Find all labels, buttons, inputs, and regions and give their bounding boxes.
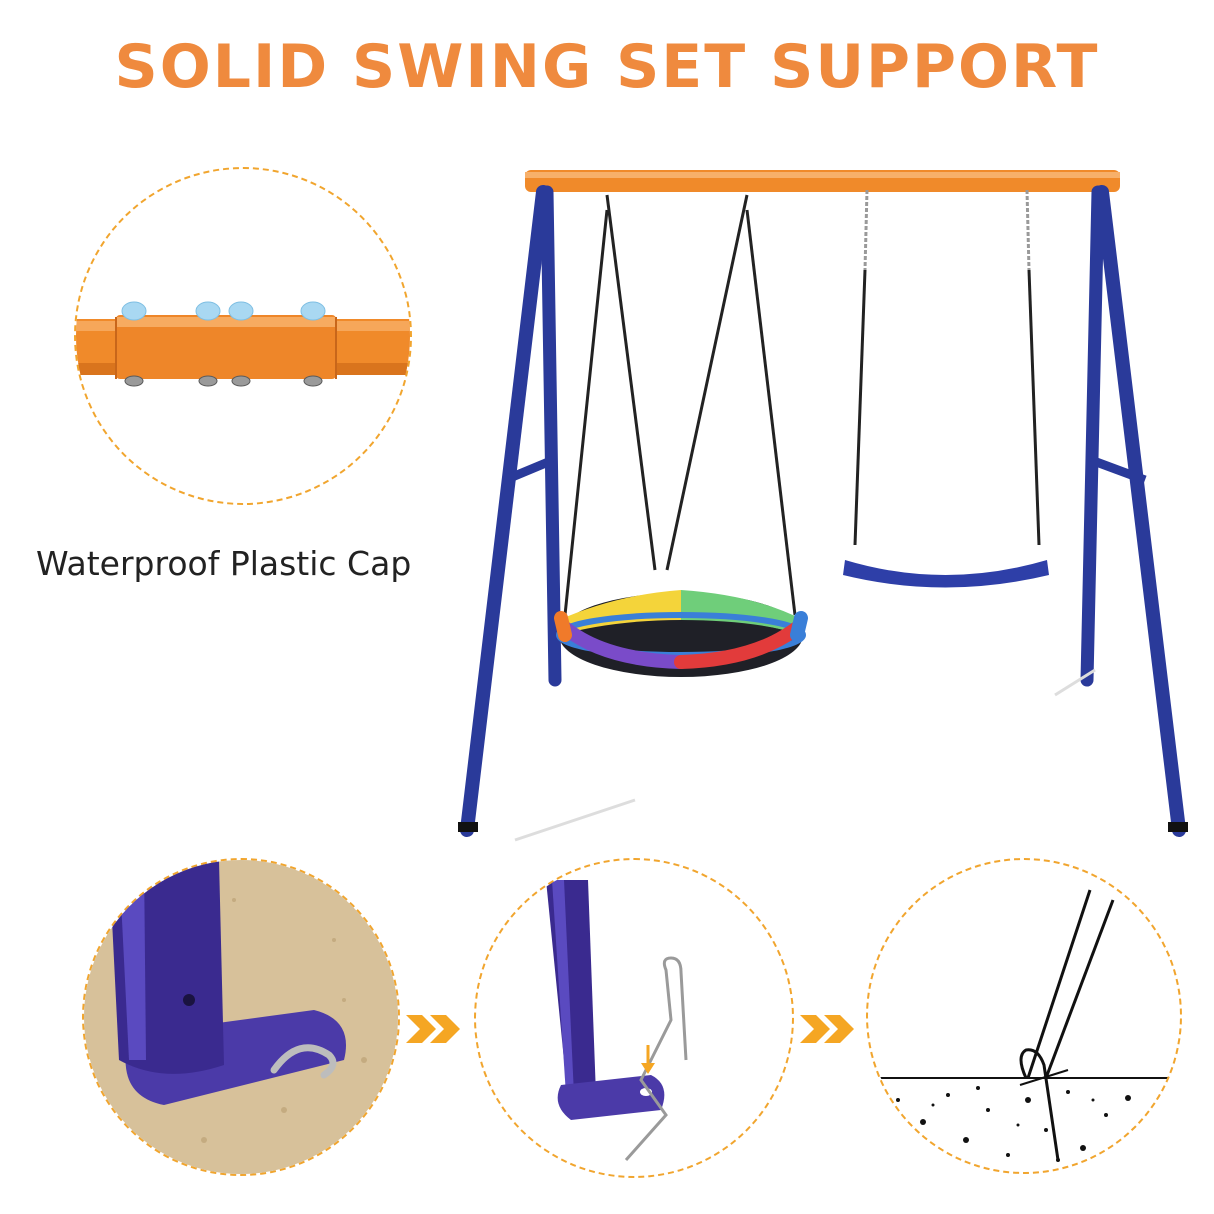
stake-insertion-illustration	[546, 880, 688, 1161]
stake-insertion-circle	[474, 858, 794, 1178]
plastic-cap-illustration	[76, 301, 410, 387]
ground-stake-photo-circle	[82, 858, 400, 1176]
chevron-right-double-icon	[800, 1015, 854, 1043]
ground-anchor-diagram-circle	[866, 858, 1182, 1174]
page-title: SOLID SWING SET SUPPORT	[114, 32, 1100, 102]
plastic-cap-caption: Waterproof Plastic Cap	[36, 544, 412, 583]
sand-stake-illustration	[84, 860, 398, 1174]
chevron-right-double-icon	[406, 1015, 460, 1043]
plastic-cap-detail-circle	[74, 167, 412, 505]
swing-set-illustration	[458, 170, 1188, 842]
ground-anchor-illustration	[868, 889, 1180, 1162]
